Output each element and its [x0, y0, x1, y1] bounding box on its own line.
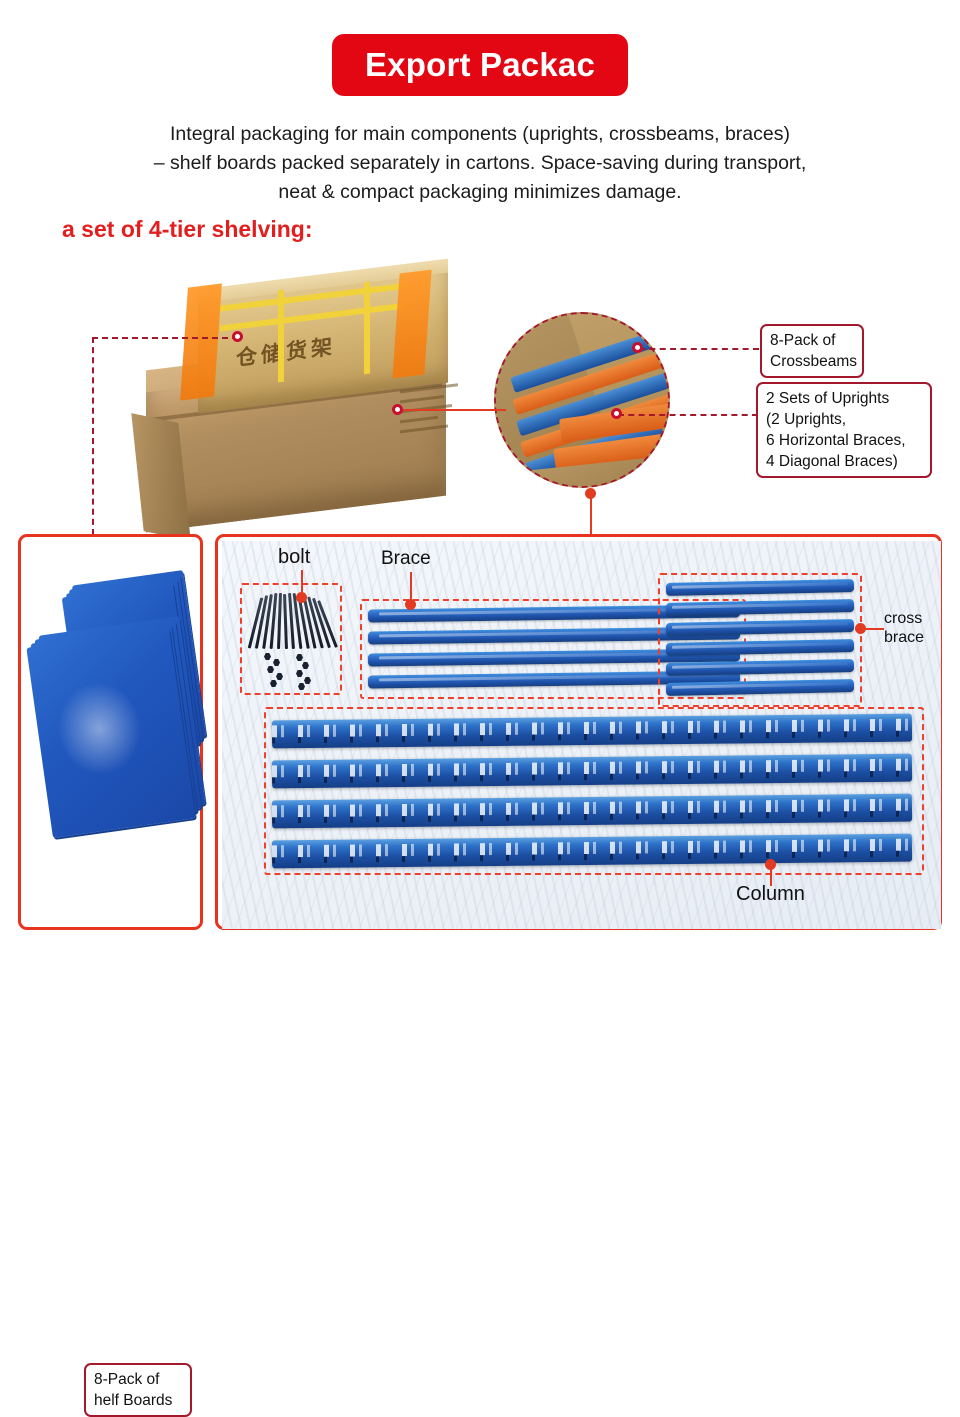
page-title: Export Packac	[364, 46, 596, 83]
connector-dot-carton-body	[392, 404, 403, 415]
connector-dot-uprights	[611, 408, 622, 419]
carton-print-marks	[400, 382, 472, 455]
description-block: Integral packaging for main components (…	[60, 120, 900, 207]
shelf-boards-panel: 8-Pack of helf Boards	[18, 534, 207, 1417]
bolt-bundle	[247, 592, 338, 653]
nut-bundle	[262, 651, 324, 691]
label-bolt: bolt	[278, 546, 311, 568]
label-cross-brace: cross brace	[884, 610, 925, 646]
cross-brace-group-dashbox	[658, 573, 862, 707]
leader-column	[770, 864, 772, 886]
connector-dot-inset-bottom	[585, 488, 596, 499]
components-panel	[215, 534, 942, 930]
leader-dot-cross-brace	[855, 623, 866, 634]
callout-uprights: 2 Sets of Uprights (2 Uprights, 6 Horizo…	[756, 382, 932, 478]
leader-dot-bolt	[296, 592, 307, 603]
column-group-dashbox	[264, 707, 924, 875]
board-highlight	[50, 675, 149, 783]
connector-dashed-uprights	[618, 414, 758, 416]
description-line-1: Integral packaging for main components (…	[170, 123, 790, 145]
connector-carton-to-inset	[398, 409, 506, 411]
label-brace: Brace	[381, 548, 431, 569]
yellow-strap-vertical	[364, 281, 370, 375]
connector-dot-crossbeams	[632, 342, 643, 353]
title-banner: Export Packac	[332, 34, 628, 96]
callout-crossbeams: 8-Pack of Crossbeams	[760, 324, 864, 378]
leader-bolt	[301, 570, 303, 596]
circle-detail-inset	[494, 312, 670, 488]
connector-dashed-left-down	[92, 337, 94, 535]
description-line-3: neat & compact packaging minimizes damag…	[278, 181, 682, 203]
leader-dot-brace	[405, 599, 416, 610]
packaging-photo: 仓储货架	[128, 258, 488, 541]
subtitle: a set of 4-tier shelving:	[62, 216, 313, 242]
leader-dot-column	[765, 859, 776, 870]
leader-brace	[410, 572, 412, 604]
connector-inset-to-panel	[590, 494, 592, 536]
bolt-group-dashbox	[240, 583, 342, 695]
connector-dot-carton	[232, 331, 243, 342]
connector-dashed-carton-left	[92, 337, 238, 339]
leader-cross-brace	[860, 628, 884, 630]
shelf-board-top	[26, 627, 196, 839]
connector-dashed-crossbeams	[639, 348, 759, 350]
yellow-strap-vertical	[278, 289, 284, 383]
label-column: Column	[736, 883, 805, 905]
poster-canvas: Export Packac Integral packaging for mai…	[0, 0, 960, 960]
callout-shelf-boards: 8-Pack of helf Boards	[84, 1363, 192, 1417]
description-line-2: – shelf boards packed separately in cart…	[153, 152, 807, 174]
